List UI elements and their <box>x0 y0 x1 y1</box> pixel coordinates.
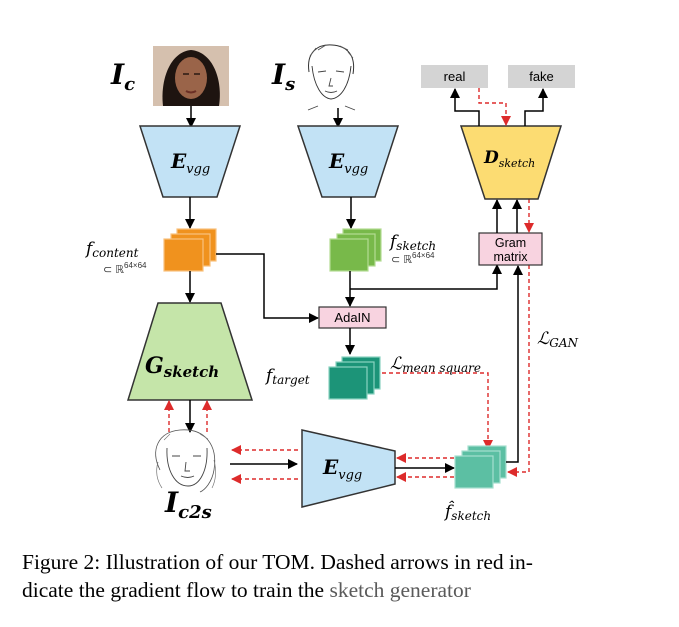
real-label: real <box>444 69 466 84</box>
fake-box <box>508 65 575 88</box>
generated-sketch-image-ic2s <box>155 429 216 493</box>
style-encoder-evgg <box>296 125 400 198</box>
real-box <box>421 65 488 88</box>
gram-matrix-label-line1: Gram <box>495 236 526 250</box>
content-encoder-evgg <box>138 125 242 198</box>
f-target-feature-stack <box>328 356 381 400</box>
adain-box <box>318 306 387 329</box>
discriminator-label: Dsketch <box>483 148 535 170</box>
gram-matrix-label-line2: matrix <box>493 250 528 264</box>
f-content-label: fcontent <box>84 239 139 260</box>
arrow-fhat-to-gram <box>506 265 523 463</box>
gram-matrix-box <box>478 232 543 266</box>
content-image-label: Ic <box>110 58 135 95</box>
f-sketch-space: ⊂ ℝ64×64 <box>391 251 435 266</box>
sketch-image-is <box>300 44 362 111</box>
sketch-image-label: Is <box>271 58 295 95</box>
generator-label: Gsketch <box>145 353 219 381</box>
gradient-arrow-gan-to-fhat <box>507 265 530 477</box>
caption-line-2: dicate the gradient flow to train the sk… <box>22 576 662 604</box>
loss-gan-label: ℒGAN <box>537 329 579 350</box>
gradient-arrow-real-to-discriminator <box>478 88 511 126</box>
bottom-encoder-evgg <box>301 429 396 508</box>
loss-mean-square-label: ℒmean square <box>390 354 481 375</box>
fake-label: fake <box>529 69 554 84</box>
arrow-fsketch-to-gram <box>350 264 502 290</box>
f-target-label: ftarget <box>264 366 310 387</box>
content-image-ic <box>153 46 229 106</box>
caption-line-2-faded: sketch generator <box>329 578 471 602</box>
arrow-discriminator-to-fake <box>524 88 548 126</box>
f-content-feature-stack <box>163 228 217 272</box>
caption-line-1: Figure 2: Illustration of our TOM. Dashe… <box>22 550 533 574</box>
discriminator-dsketch <box>459 125 563 200</box>
bottom-encoder-label: Evgg <box>322 455 362 483</box>
caption-line-2-start: dicate the gradient flow to train the <box>22 578 330 602</box>
arrow-fcontent-to-adain <box>216 253 319 323</box>
gradient-arrow-mean-square <box>382 372 493 450</box>
f-hat-sketch-feature-stack <box>454 445 507 489</box>
generator-gsketch <box>126 302 254 401</box>
content-encoder-label: Evgg <box>170 149 210 177</box>
f-hat-sketch-label: f̂sketch <box>443 501 491 523</box>
arrow-discriminator-to-real <box>450 88 480 126</box>
ic2s-label: Ic2s <box>164 486 212 523</box>
figure-caption: Figure 2: Illustration of our TOM. Dashe… <box>22 548 662 604</box>
adain-label: AdaIN <box>334 310 370 325</box>
f-content-space: ⊂ ℝ64×64 <box>103 261 147 276</box>
f-sketch-label: fsketch <box>388 232 436 253</box>
f-sketch-feature-stack <box>329 228 382 272</box>
style-encoder-label: Evgg <box>328 149 368 177</box>
